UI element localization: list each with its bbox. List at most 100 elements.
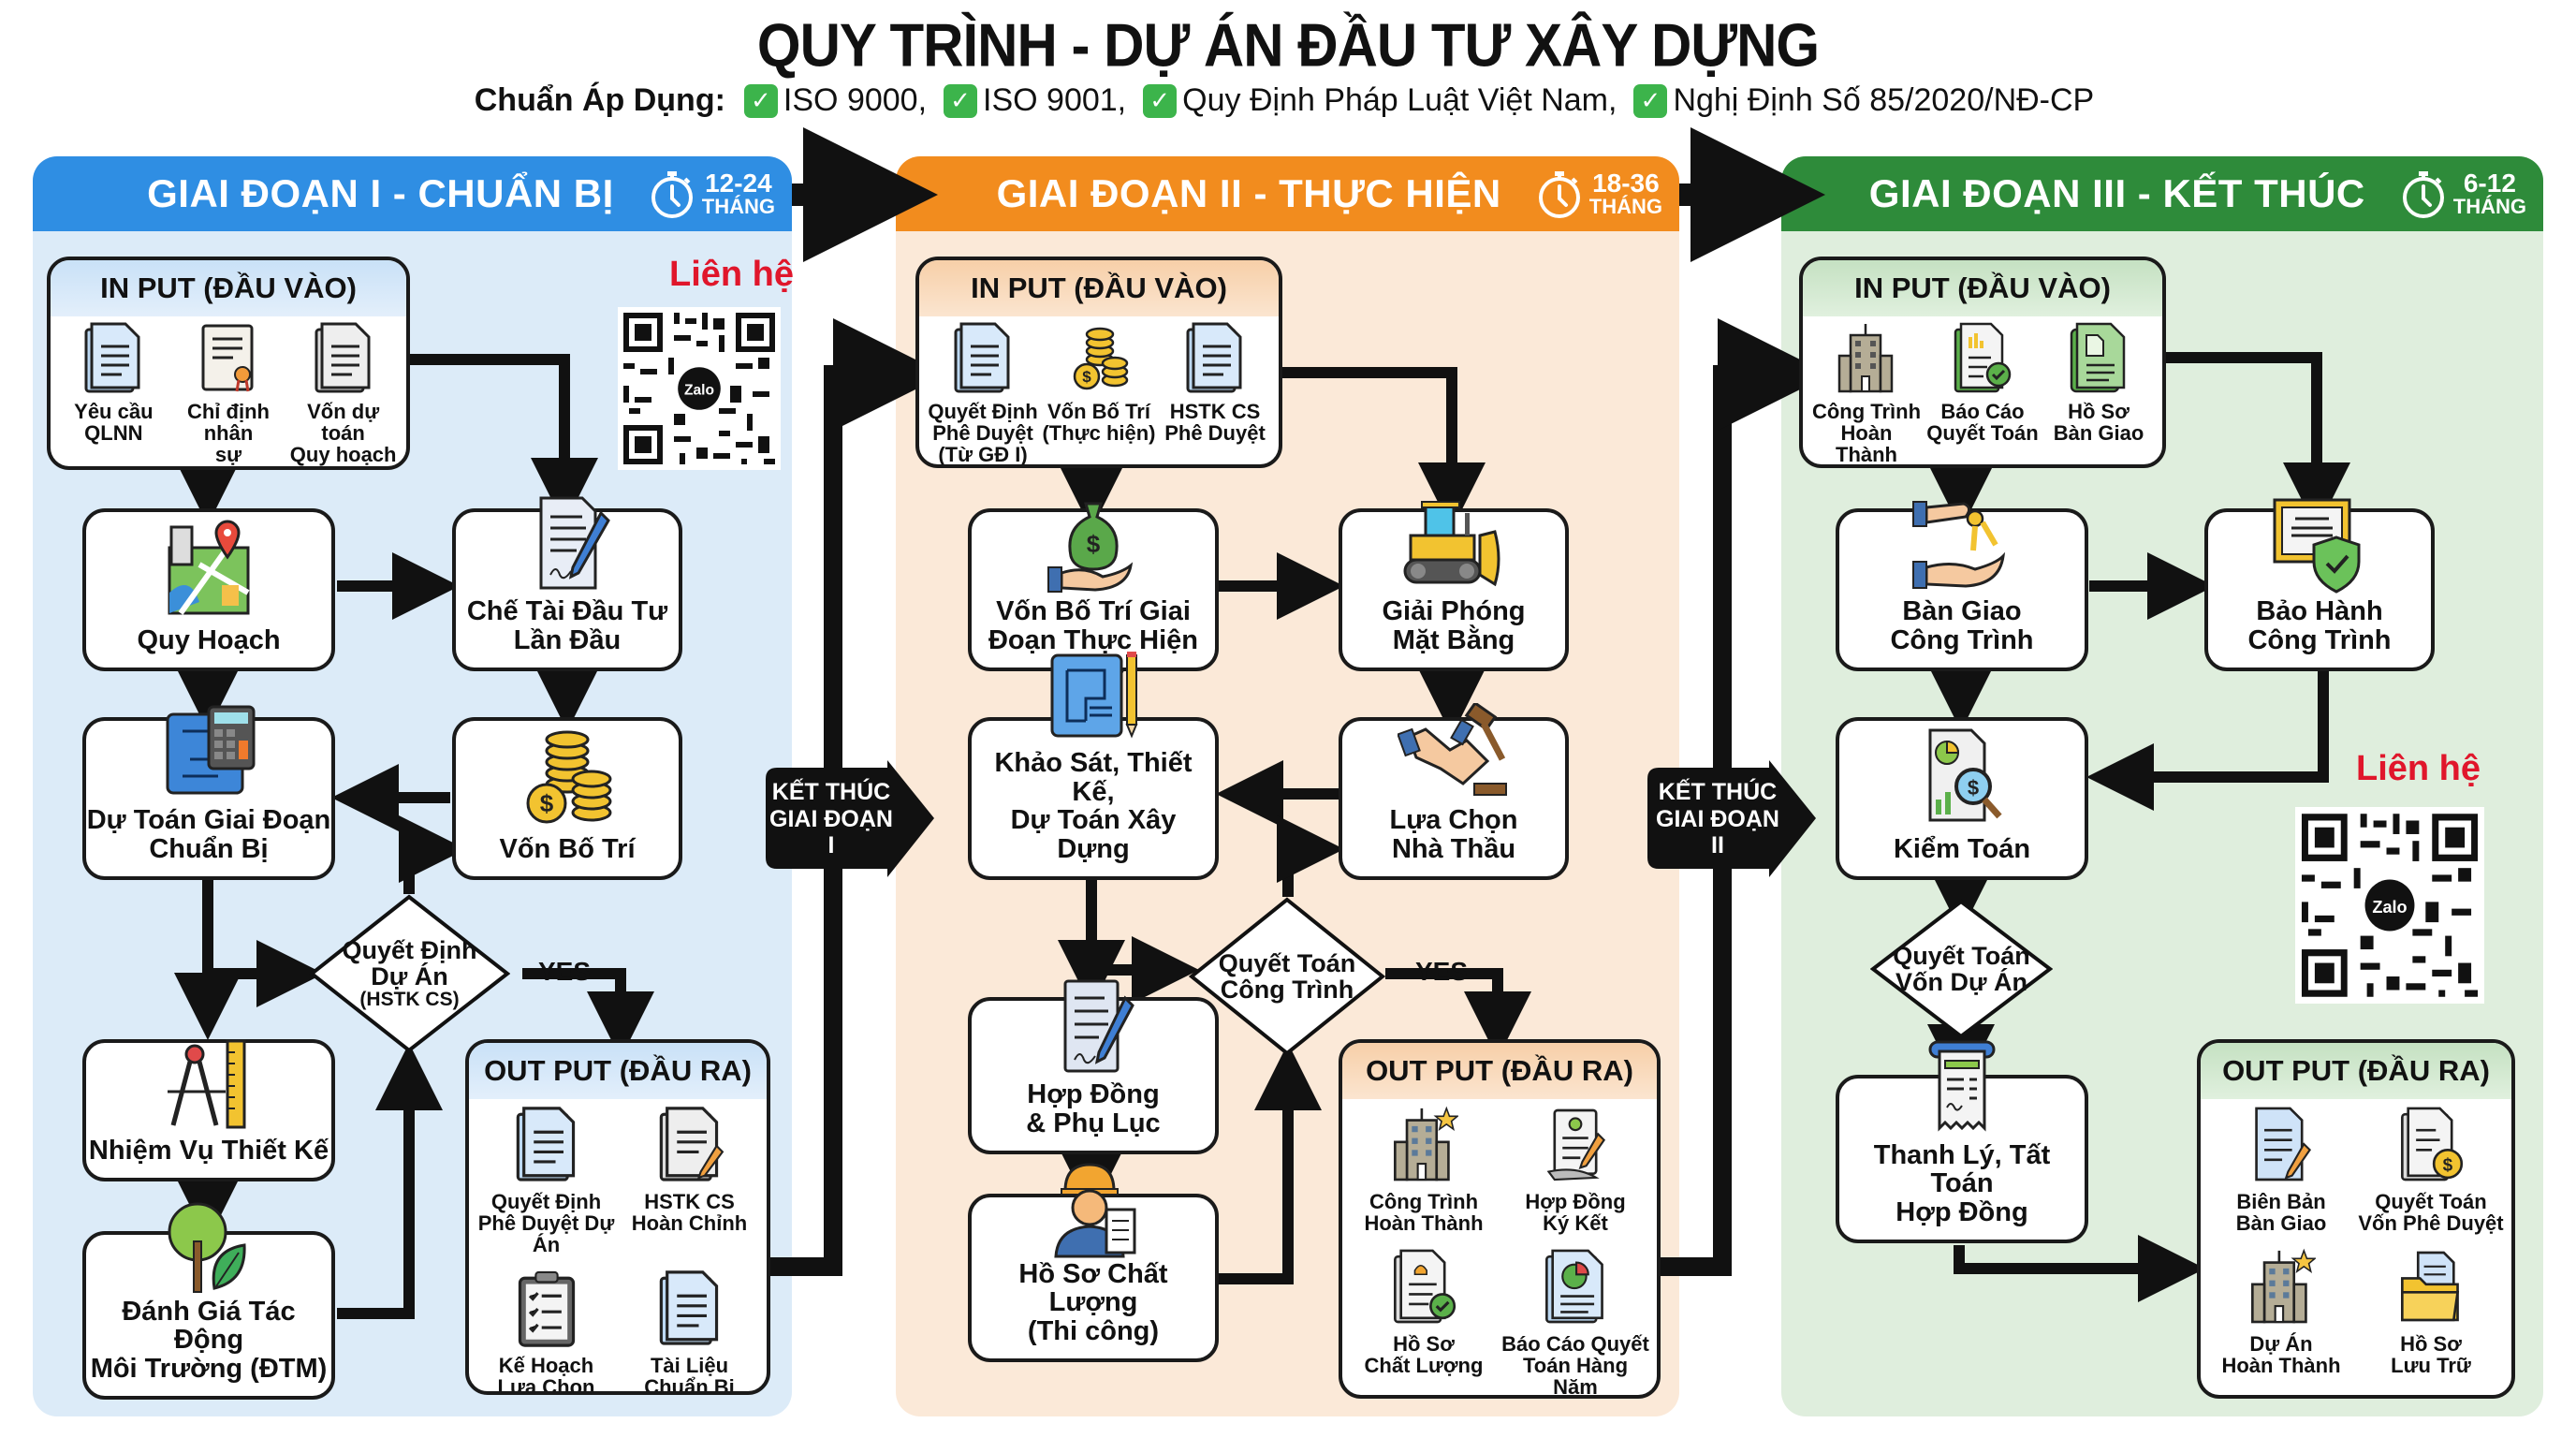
step-label: Kiểm Toán: [1893, 833, 2031, 864]
output-item: Kế Hoạch Lựa Chọn NCC: [475, 1269, 618, 1391]
qr-code-icon: Zalo: [618, 307, 781, 470]
svg-text:$: $: [1082, 368, 1091, 386]
phase-1-input-box: IN PUT (ĐẦU VÀO) Yêu cầu QLNN Chỉ định n…: [47, 257, 410, 470]
input-item: Quyết Định Phê Duyệt (Từ GĐ I): [926, 322, 1041, 464]
output-item: Biên Bản Bàn Giao: [2206, 1105, 2356, 1234]
duration-unit: THÁNG: [701, 195, 775, 218]
decision-quyet-toan-cong-trinh[interactable]: Quyết Toán Công Trình: [1189, 897, 1385, 1056]
step-khao-sat-thiet-ke[interactable]: Khảo Sát, Thiết Kế, Dự Toán Xây Dựng: [968, 652, 1219, 880]
page-title: QUY TRÌNH - DỰ ÁN ĐẦU TƯ XÂY DỰNG: [756, 11, 1820, 80]
output-label: Dự Án Hoàn Thành: [2221, 1332, 2341, 1378]
output-label: Hợp Đồng Ký Kết: [1525, 1190, 1626, 1236]
svg-text:$: $: [1087, 530, 1101, 558]
svg-text:$: $: [2443, 1155, 2453, 1175]
document-icon: [659, 1270, 718, 1345]
document-icon: [84, 322, 140, 393]
output-label: Báo Cáo Quyết Toán Hàng Năm: [1501, 1332, 1649, 1399]
step-che-tai-dau-tu[interactable]: Chế Tài Đầu Tư Lần Đầu: [452, 496, 682, 671]
svg-text:$: $: [1968, 776, 1979, 800]
input-item: Vốn dự toán Quy hoạch: [286, 322, 400, 466]
duration-value: 12-24: [705, 169, 772, 198]
building-icon: [1837, 324, 1894, 393]
step-bao-hanh-cong-trinh[interactable]: Bảo Hành Công Trình: [2204, 498, 2435, 671]
document-dollar-icon: $: [2401, 1107, 2464, 1181]
building-star-icon: [2251, 1248, 2316, 1324]
step-giai-phong-mat-bang[interactable]: Giải Phóng Mặt Bằng: [1339, 501, 1569, 671]
standard-item: ✓Quy Định Pháp Luật Việt Nam,: [1143, 82, 1617, 119]
step-label: Đánh Giá Tác Động Môi Trường (ĐTM): [90, 1296, 328, 1384]
step-kiem-toan[interactable]: $ Kiểm Toán: [1836, 717, 2088, 880]
step-lua-chon-nha-thau[interactable]: Lựa Chọn Nhà Thầu: [1339, 703, 1569, 880]
output-label: Hồ Sơ Lưu Trữ: [2391, 1332, 2471, 1378]
output-label: Tài Liệu Chuẩn Bị: [644, 1354, 735, 1395]
document-icon: [1186, 322, 1242, 393]
phase-1-output-box: OUT PUT (ĐẦU RA) Quyết Định Phê Duyệt Dự…: [465, 1039, 770, 1395]
decision-diamond-shape: [309, 894, 510, 1053]
yes-label: YES: [1415, 957, 1469, 986]
output-item: Báo Cáo Quyết Toán Hàng Năm: [1500, 1247, 1651, 1399]
output-item: Hợp Đồng Ký Kết: [1500, 1105, 1651, 1234]
step-ban-giao-cong-trinh[interactable]: Bàn Giao Công Trình: [1836, 501, 2088, 671]
contract-pen-icon: [1063, 979, 1134, 1073]
folder-icon: [2401, 1251, 2460, 1322]
duration-unit: THÁNG: [2452, 195, 2526, 218]
output-title: OUT PUT (ĐẦU RA): [2201, 1043, 2511, 1099]
phase-3-output-box: OUT PUT (ĐẦU RA) Biên Bản Bàn Giao $ Quy…: [2197, 1039, 2515, 1399]
building-star-icon: [1394, 1106, 1458, 1181]
report-check-icon: [1954, 322, 2012, 393]
standard-item: ✓ISO 9001,: [944, 82, 1126, 119]
zalo-qr-code[interactable]: Zalo: [2295, 807, 2484, 1004]
step-danh-gia-tac-dong[interactable]: Đánh Giá Tác Động Môi Trường (ĐTM): [82, 1202, 335, 1400]
step-label: Vốn Bố Trí Giai Đoạn Thực Hiện: [988, 596, 1198, 655]
check-icon: ✓: [944, 83, 978, 118]
output-item: Hồ Sơ Lưu Trữ: [2356, 1247, 2506, 1376]
input-label: Vốn Bố Trí (Thực hiện): [1042, 400, 1156, 446]
output-label: Quyết Toán Vốn Phê Duyệt: [2358, 1190, 2504, 1236]
map-pin-icon: [168, 520, 250, 615]
step-label: Bàn Giao Công Trình: [1890, 596, 2034, 655]
check-icon: ✓: [743, 83, 778, 118]
clipboard-checklist-icon: [518, 1271, 575, 1347]
decision-quyet-toan-von[interactable]: Quyết Toán Vốn Dự Án: [1870, 899, 2053, 1039]
phase-2-output-box: OUT PUT (ĐẦU RA) Công Trình Hoàn Thành H…: [1339, 1039, 1661, 1399]
duration-unit: THÁNG: [1588, 195, 1662, 218]
input-label: Hồ Sơ Bàn Giao: [2053, 400, 2144, 446]
standard-item: ✓ISO 9000,: [743, 82, 927, 119]
step-ho-so-chat-luong[interactable]: Hồ Sơ Chất Lượng (Thi công): [968, 1163, 1219, 1362]
step-quy-hoach[interactable]: Quy Hoạch: [82, 508, 335, 671]
coins-icon: $: [1073, 327, 1129, 390]
decision-sub: (HSTK CS): [359, 989, 460, 1011]
step-von-bo-tri-thuc-hien[interactable]: $ Vốn Bố Trí Giai Đoạn Thực Hiện: [968, 502, 1219, 671]
blueprint-pencil-icon: [1050, 652, 1138, 739]
step-label: Nhiệm Vụ Thiết Kế: [88, 1135, 329, 1166]
phase-title: GIAI ĐOẠN III - KẾT THÚC: [1868, 171, 2365, 215]
decision-diamond-shape: [1870, 899, 2053, 1039]
input-item: Hồ Sơ Bàn Giao: [2042, 322, 2157, 464]
input-title: IN PUT (ĐẦU VÀO): [51, 260, 406, 316]
stopwatch-icon: [651, 171, 693, 218]
qr-badge: Zalo: [2372, 897, 2407, 917]
step-label: Hồ Sơ Chất Lượng (Thi công): [1018, 1258, 1168, 1346]
audit-magnifier-icon: $: [1928, 728, 2002, 822]
step-hop-dong-phu-luc[interactable]: Hợp Đồng & Phụ Lục: [968, 979, 1219, 1154]
decision-diamond-shape: [1189, 897, 1385, 1056]
zalo-qr-code[interactable]: Zalo: [618, 307, 781, 470]
decision-quyet-dinh-du-an[interactable]: Quyết Định Dự Án(HSTK CS): [309, 894, 510, 1053]
step-nhiem-vu-thiet-ke[interactable]: Nhiệm Vụ Thiết Kế: [82, 1039, 335, 1181]
blueprint-calculator-icon: [166, 705, 256, 795]
output-item: Quyết Định Phê Duyệt Dự Án: [475, 1105, 618, 1255]
input-label: Chỉ định nhân sự (BQLDA): [185, 400, 272, 467]
step-von-bo-tri[interactable]: $ Vốn Bố Trí: [452, 717, 682, 880]
step-label: Vốn Bố Trí: [499, 833, 636, 864]
document-pencil-icon: [659, 1107, 724, 1181]
input-item: $ Vốn Bố Trí (Thực hiện): [1042, 322, 1157, 464]
standard-text: ISO 9001,: [983, 82, 1127, 118]
step-du-toan-chuan-bi[interactable]: Dự Toán Giai Đoạn Chuẩn Bị: [82, 705, 335, 880]
input-label: Công Trình Hoàn Thành (Từ GĐ II): [1811, 400, 1922, 467]
output-title: OUT PUT (ĐẦU RA): [1342, 1043, 1657, 1099]
step-thanh-ly-tat-toan[interactable]: Thanh Lý, Tất Toán Hợp Đồng: [1836, 1040, 2088, 1243]
